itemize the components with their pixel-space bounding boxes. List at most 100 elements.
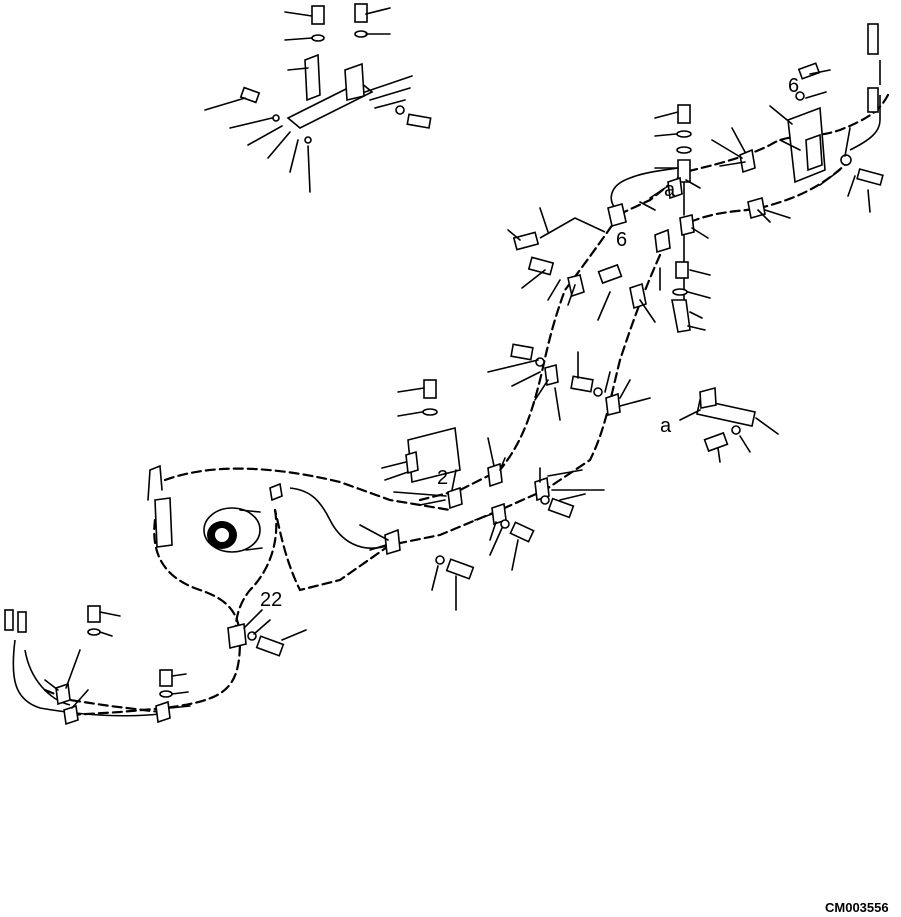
clip-lc1	[384, 528, 401, 556]
top-right-connector	[867, 23, 879, 113]
clip-b	[739, 148, 756, 174]
callout-6-mid: 6	[616, 229, 627, 251]
center-bolt-3	[509, 521, 535, 543]
clip-m2	[605, 392, 621, 416]
center-clip-5	[534, 476, 550, 502]
callout-a-right: a	[660, 415, 672, 437]
alternator-hub	[215, 528, 229, 542]
clip-e	[567, 274, 585, 298]
center-washer	[422, 408, 438, 416]
center-washer-2	[540, 495, 550, 505]
harness-lower-loop	[273, 508, 392, 592]
bracket-a-assembly	[679, 386, 779, 463]
stack-washer-2	[676, 146, 692, 154]
center-bracket-assembly	[381, 379, 605, 571]
clamp-22-leaders	[243, 609, 307, 641]
alternator	[203, 482, 283, 553]
drawing-code: CM003556	[825, 900, 889, 915]
main-harness	[43, 93, 890, 717]
clamp-22	[227, 622, 247, 650]
connector-tr2	[867, 87, 879, 113]
center-clip-1	[405, 450, 419, 475]
harness-upper-loop	[163, 467, 452, 512]
center-bolt-stack	[654, 104, 711, 333]
washer-ll2	[159, 690, 173, 698]
middle-parts	[487, 343, 651, 421]
cable-far-left	[12, 639, 161, 717]
bolt-m2	[570, 375, 594, 393]
stack-washer-3	[672, 288, 688, 296]
harness-run-top-right	[683, 93, 890, 174]
right-washer-2	[795, 91, 805, 101]
right-bolt-top	[797, 62, 821, 80]
bolt-m1	[510, 343, 534, 361]
inset-washer-3	[395, 105, 405, 115]
connector-ll1	[4, 609, 14, 631]
center-leaders	[381, 387, 605, 571]
stack-bolt-2	[675, 261, 689, 279]
right-bolt-side	[856, 168, 884, 186]
inset-leaders	[204, 7, 391, 193]
alternator-lines	[239, 509, 263, 551]
right-bracket-tab	[805, 133, 823, 172]
inset-bolt-3	[239, 86, 261, 104]
clip-ll3	[155, 700, 171, 724]
lower-center-leaders	[359, 524, 457, 611]
center-washer-3	[500, 519, 510, 529]
clamp-22-assembly	[227, 609, 307, 657]
bolt-lc1	[445, 558, 475, 580]
clip-d	[654, 228, 671, 254]
bolt-ll1	[87, 605, 101, 623]
harness-run-right	[388, 253, 662, 547]
bracket-a-washer	[731, 425, 741, 435]
right-bracket-assembly	[769, 62, 884, 213]
middle-leaders	[487, 351, 651, 421]
right-leaders	[769, 69, 871, 213]
right-washer	[840, 154, 852, 166]
stack-bracket	[671, 299, 691, 333]
inset-washer-5	[304, 136, 312, 144]
clip-ll2	[63, 704, 79, 726]
cable-loop-top	[610, 167, 679, 215]
alternator-terminal	[269, 482, 283, 502]
cable-far-left-2	[24, 649, 71, 706]
callout-6-top: 6	[788, 75, 799, 97]
clip-a-connector	[667, 176, 683, 200]
upper-middle-leaders	[507, 127, 791, 323]
lower-left-parts	[4, 605, 191, 726]
callout-a-mid: a	[664, 179, 676, 201]
washer-ll1	[87, 628, 101, 636]
cable-top-right	[849, 60, 881, 151]
bracket-a-tab	[699, 386, 717, 409]
stack-clamp	[679, 214, 695, 236]
sensor-unit	[147, 464, 173, 548]
cable-alt-loop	[289, 487, 391, 549]
bracket-a-bolt	[703, 431, 729, 453]
bolt-u2	[527, 256, 555, 276]
stack-bolt	[677, 104, 691, 124]
inset-clip	[304, 53, 321, 102]
sensor-body	[154, 497, 173, 548]
lower-left-leaders	[44, 611, 191, 709]
harness-drop	[233, 508, 278, 642]
upper-middle-parts	[507, 127, 791, 323]
inset-bolt-4	[406, 113, 432, 129]
center-bolt-2	[547, 497, 575, 519]
stack-washer-1	[676, 130, 692, 138]
washer-lc1	[435, 555, 445, 565]
solid-cables	[12, 60, 881, 717]
bracket-a-leaders	[679, 409, 779, 463]
inset-wires	[364, 75, 413, 109]
inset-bolt-1	[311, 5, 325, 25]
washer-m2	[593, 387, 603, 397]
bolt-22	[255, 635, 285, 657]
center-clip-2	[487, 462, 503, 488]
bolt-ll2	[159, 669, 173, 687]
lower-center-parts	[359, 524, 475, 611]
callout-22: 22	[260, 589, 282, 611]
inset-bolt-2	[354, 3, 368, 23]
cable-stub-left	[539, 217, 606, 239]
connector-tr1	[867, 23, 879, 55]
